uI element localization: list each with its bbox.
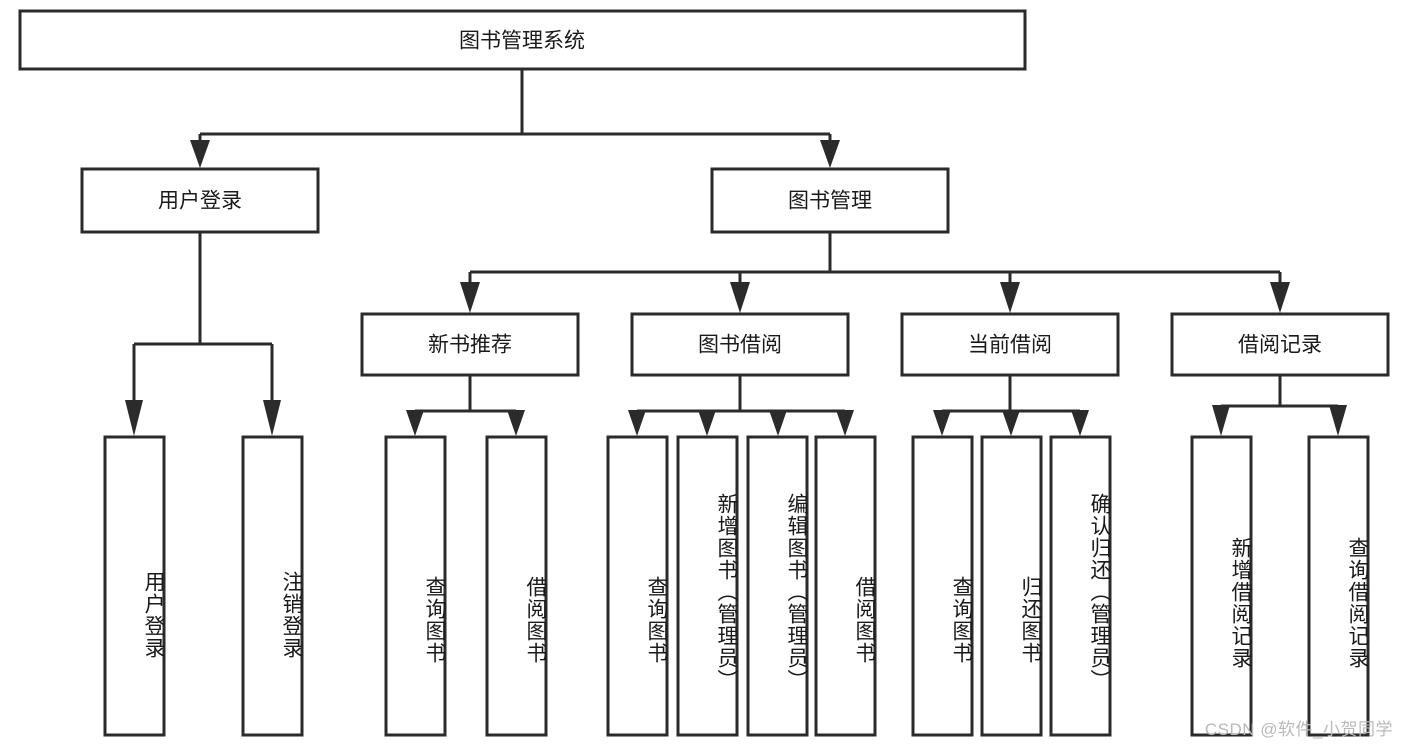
node-leaf-query-book-c-rect[interactable] — [911, 435, 974, 737]
node-leaf-return-book-rect[interactable] — [980, 435, 1043, 737]
node-leaf-query-record-rect[interactable] — [1307, 435, 1370, 737]
node-current-borrow[interactable]: 当前借阅 — [900, 312, 1120, 377]
node-leaf-return-book-label: 归还图书 — [1019, 576, 1042, 664]
arrow-head-borrow-record — [1270, 282, 1290, 313]
node-leaf-query-book-b-label: 查询图书 — [645, 576, 668, 664]
node-book-manage-rect[interactable] — [710, 167, 950, 234]
connector-group-book-borrow — [628, 375, 854, 436]
arrow-head-leaf-return-book — [1002, 410, 1020, 436]
node-user-login-label: 用户登录 — [158, 190, 242, 213]
node-leaf-add-book-rect[interactable] — [676, 435, 739, 737]
node-book-borrow-label: 图书借阅 — [698, 334, 782, 357]
watermark-text: CSDN @软件_小贺同学 — [1204, 720, 1393, 739]
node-leaf-user-login-label: 用户登录 — [142, 571, 165, 659]
arrow-head-leaf-edit-book — [769, 410, 787, 436]
arrow-head-user-login — [190, 140, 210, 168]
connector-group-book-manage — [460, 232, 1290, 313]
node-leaf-edit-book-rect[interactable] — [746, 435, 809, 737]
node-user-login-rect[interactable] — [80, 167, 320, 234]
node-borrow-record-label: 借阅记录 — [1238, 334, 1322, 357]
arrow-head-new-book-rec — [460, 282, 480, 313]
node-leaf-user-login-rect[interactable] — [103, 435, 166, 737]
node-leaf-confirm-return-rect[interactable] — [1049, 435, 1112, 737]
arrow-head-leaf-add-record — [1212, 405, 1230, 436]
node-leaf-edit-book-label: 编辑图书（管理员） — [785, 492, 808, 691]
arrow-head-leaf-confirm-return — [1071, 410, 1089, 436]
arrow-head-current-borrow — [1000, 282, 1020, 313]
node-leaf-borrow-book-rec-label: 借阅图书 — [524, 576, 547, 664]
arrow-head-leaf-query-record — [1329, 405, 1347, 436]
node-leaf-confirm-return-label: 确认归还（管理员） — [1088, 492, 1111, 691]
node-root-label: 图书管理系统 — [459, 30, 585, 53]
node-leaf-logout-label: 注销登录 — [280, 571, 303, 659]
arrow-head-leaf-query-book-rec — [406, 410, 424, 436]
node-leaf-add-record-label: 新增借阅记录 — [1229, 536, 1252, 669]
leaf-box-group — [103, 435, 1370, 737]
node-book-borrow-rect[interactable] — [630, 312, 850, 377]
node-user-login[interactable]: 用户登录 — [80, 167, 320, 234]
node-leaf-query-book-b-rect[interactable] — [606, 435, 669, 737]
connector-group-current-borrow — [933, 375, 1089, 436]
arrow-head-leaf-borrow-book-b — [836, 410, 854, 436]
connector-group-borrow-record — [1212, 375, 1347, 436]
arrow-head-leaf-logout — [263, 400, 281, 436]
node-leaf-add-book-label: 新增图书（管理员） — [715, 492, 738, 691]
arrow-head-leaf-query-book-b — [628, 410, 646, 436]
node-leaf-borrow-book-b-rect[interactable] — [814, 435, 877, 737]
node-new-book-rec-label: 新书推荐 — [428, 334, 512, 357]
node-leaf-add-record-rect[interactable] — [1190, 435, 1253, 737]
node-leaf-query-book-c-label: 查询图书 — [950, 576, 973, 664]
arrow-head-leaf-user-login — [125, 400, 143, 436]
connector-group-user-login — [125, 232, 281, 436]
node-new-book-rec[interactable]: 新书推荐 — [360, 312, 580, 377]
arrow-head-leaf-borrow-book-rec — [507, 410, 525, 436]
node-leaf-query-record-label: 查询借阅记录 — [1346, 536, 1369, 669]
arrow-head-leaf-query-book-c — [933, 410, 951, 436]
arrow-head-leaf-add-book — [698, 410, 716, 436]
node-new-book-rec-rect[interactable] — [360, 312, 580, 377]
arrow-head-book-borrow — [730, 282, 750, 313]
node-leaf-borrow-book-b-label: 借阅图书 — [853, 576, 876, 664]
connector-group-new-book-rec — [406, 375, 525, 436]
node-leaf-borrow-book-rec-rect[interactable] — [485, 435, 548, 737]
node-leaf-logout-rect[interactable] — [241, 435, 304, 737]
node-borrow-record-rect[interactable] — [1170, 312, 1390, 377]
node-leaf-query-book-rec-label: 查询图书 — [423, 576, 446, 664]
node-leaf-query-book-rec-rect[interactable] — [384, 435, 447, 737]
node-root[interactable]: 图书管理系统 — [18, 9, 1027, 71]
arrow-head-book-manage — [820, 140, 840, 168]
node-current-borrow-label: 当前借阅 — [968, 334, 1052, 357]
node-book-manage[interactable]: 图书管理 — [710, 167, 950, 234]
node-book-borrow[interactable]: 图书借阅 — [630, 312, 850, 377]
node-current-borrow-rect[interactable] — [900, 312, 1120, 377]
node-root-rect[interactable] — [18, 9, 1027, 71]
node-book-manage-label: 图书管理 — [788, 190, 872, 213]
node-borrow-record[interactable]: 借阅记录 — [1170, 312, 1390, 377]
connector-group-root — [190, 69, 840, 168]
